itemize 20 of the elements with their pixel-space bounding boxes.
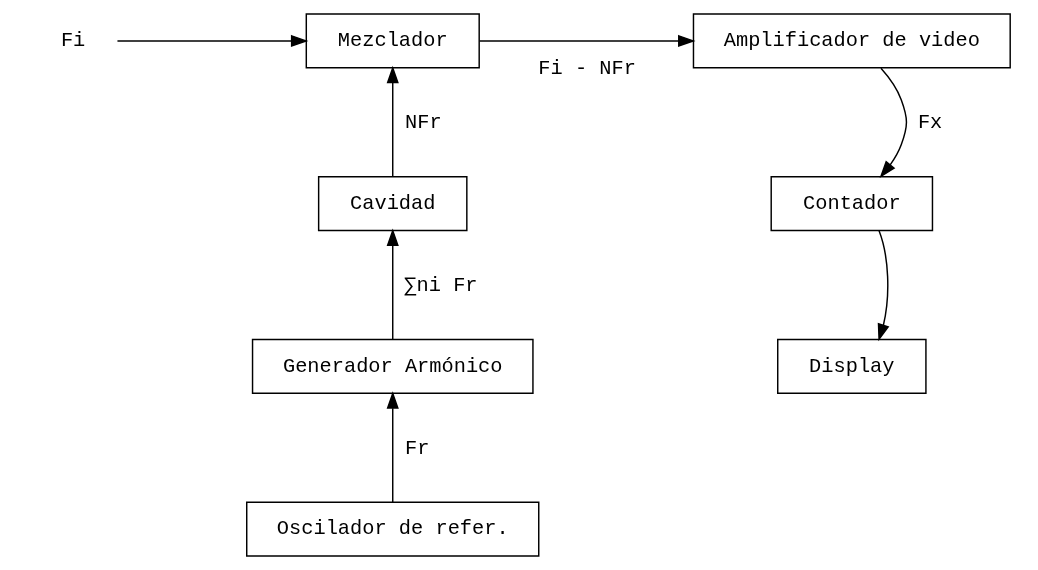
arrow	[877, 230, 889, 342]
node-text: Fi	[60, 29, 85, 53]
edge-label: Fr	[404, 436, 429, 460]
edge-label: Fx	[917, 111, 942, 135]
arrow	[478, 34, 695, 48]
node-box: Contador	[769, 176, 933, 232]
edge-label: NFr	[404, 111, 442, 135]
arrow	[116, 34, 308, 48]
arrow	[386, 391, 399, 503]
node-box: Oscilador de refer.	[245, 501, 539, 557]
arrow	[879, 67, 907, 178]
edge-label: Fi - NFr	[537, 56, 636, 80]
node-box: Generador Armónico	[251, 338, 534, 394]
node-box: Amplificador de video	[692, 13, 1011, 69]
edge-label: ∑ni Fr	[403, 274, 478, 298]
arrow	[386, 65, 399, 178]
node-box: Cavidad	[317, 176, 468, 232]
node-box: Display	[776, 338, 927, 394]
node-box: Mezclador	[305, 13, 480, 69]
arrow	[386, 228, 399, 340]
